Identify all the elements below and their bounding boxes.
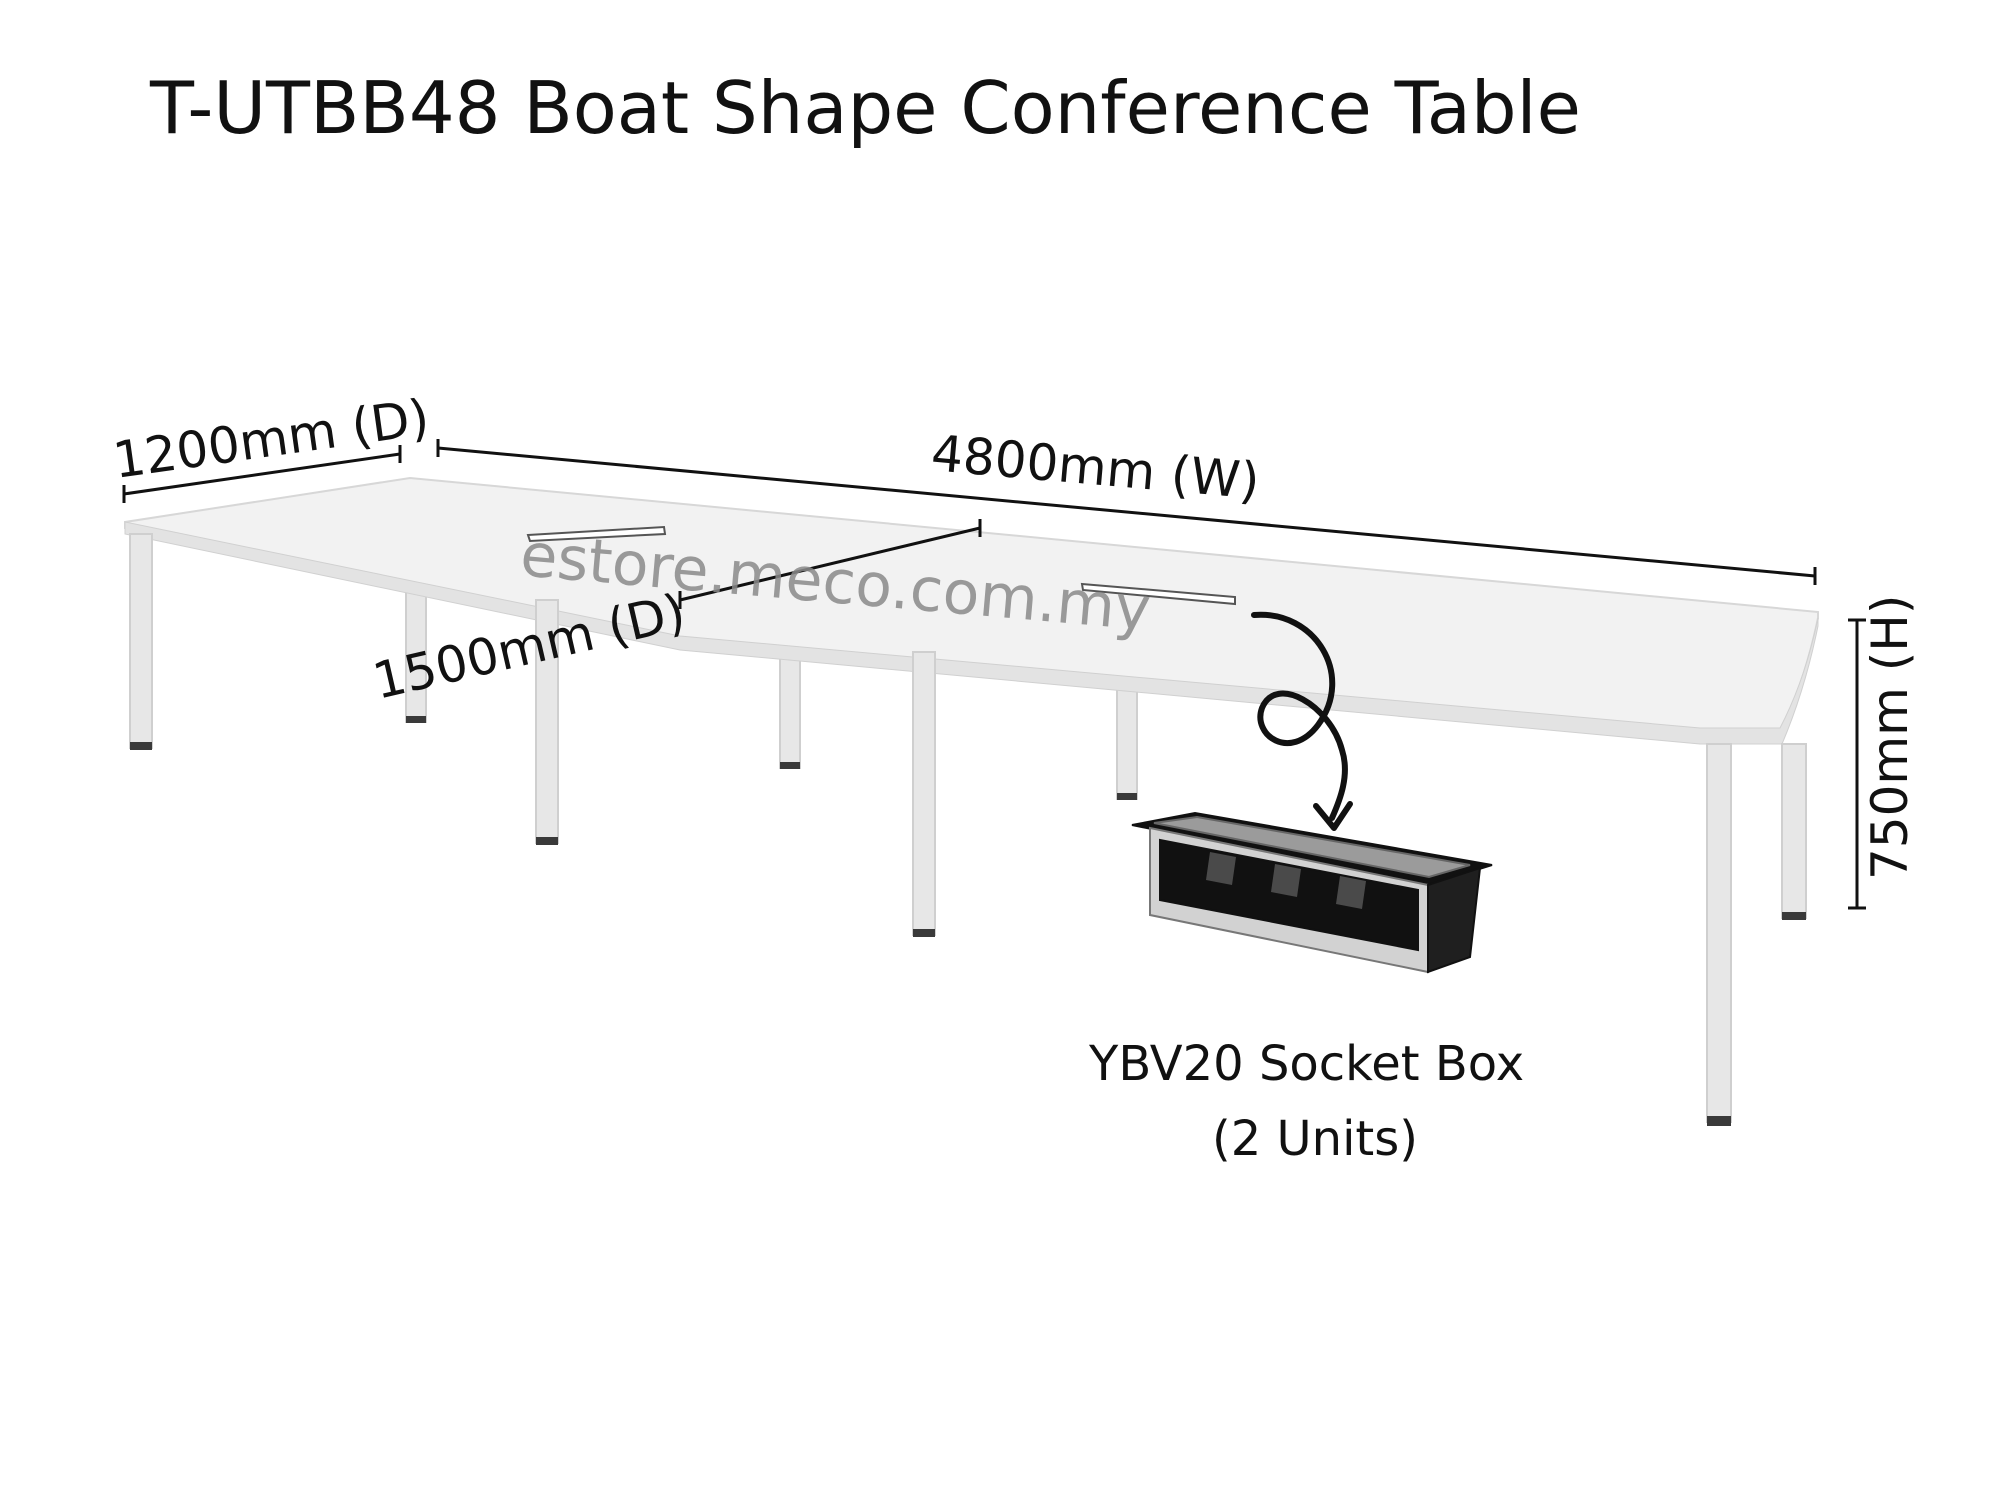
curved-arrow-line [1251, 611, 1348, 821]
cable-box-cutout-2 [1080, 582, 1236, 606]
table-leg-foot [536, 837, 558, 845]
socket-box-arrow [1251, 611, 1353, 831]
cable-box-cutout-1 [526, 525, 667, 543]
dimension-line [437, 446, 1816, 578]
socket-box-side-panel [1427, 866, 1482, 974]
table-leg-foot [1782, 912, 1806, 920]
socket-box-name: YBV20 Socket Box [1088, 1036, 1524, 1092]
socket-box-quantity: (2 Units) [1212, 1111, 1418, 1167]
height-label: 750mm (H) [1861, 595, 1919, 880]
depth-end-label: 1200mm (D) [110, 388, 433, 490]
page-title: T-UTBB48 Boat Shape Conference Table [149, 66, 1581, 150]
table-leg-foot [406, 716, 426, 723]
table-leg-foot [1117, 793, 1137, 800]
dimension-line [123, 452, 401, 496]
table-leg-foot [1707, 1116, 1731, 1126]
table-leg [1706, 743, 1732, 1123]
socket-outlet-icon [1206, 852, 1236, 885]
conference-table-image [124, 476, 1819, 1126]
socket-outlet-icon [1336, 876, 1366, 909]
table-leg-foot [130, 742, 152, 750]
table-leg [912, 651, 936, 936]
tabletop-edge [124, 521, 1819, 745]
table-leg-foot [780, 762, 800, 769]
table-leg [1781, 743, 1807, 919]
table-front-legs [129, 533, 1807, 1126]
arrow-down-icon [1313, 801, 1353, 831]
socket-outlet-icon [1271, 864, 1301, 897]
socket-box-image [1131, 811, 1493, 974]
table-leg [129, 533, 153, 749]
table-leg-foot [913, 929, 935, 937]
table-back-legs [405, 579, 1138, 800]
dimension-750-height: 750mm (H) [1848, 595, 1919, 910]
dimension-line [679, 526, 981, 602]
socket-box-lid [1153, 815, 1471, 879]
